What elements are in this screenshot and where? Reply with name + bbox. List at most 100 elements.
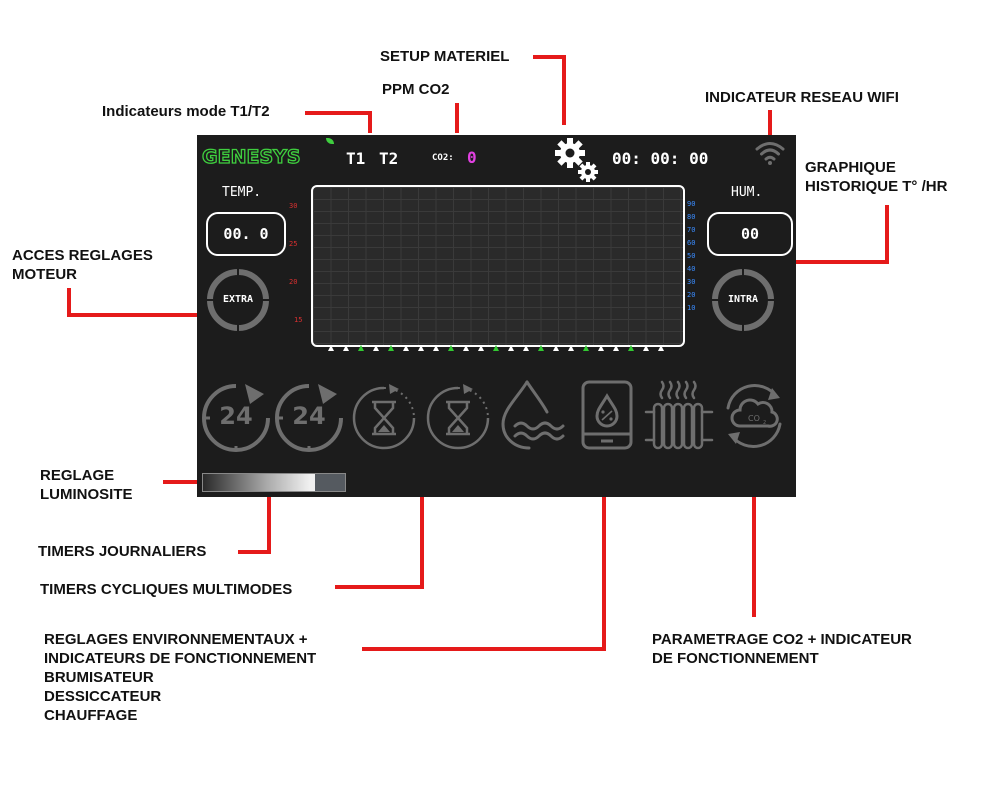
left-tick-25: 25	[289, 240, 298, 248]
label-graphique-line1: GRAPHIQUE	[805, 159, 896, 176]
leader-mode-h	[305, 111, 371, 115]
temp-value-box: 00. 0	[206, 212, 286, 256]
label-parametrage-co2: PARAMETRAGE CO2 + INDICATEUR DE FONCTION…	[652, 630, 912, 668]
label-setup-materiel: SETUP MATERIEL	[380, 48, 510, 65]
time-marker	[493, 345, 499, 351]
brightness-slider-handle[interactable]	[315, 474, 345, 491]
hum-value-box: 00	[707, 212, 793, 256]
time-marker	[553, 345, 559, 351]
leader-acces-v	[67, 288, 71, 316]
label-ppm-co2: PPM CO2	[382, 81, 450, 98]
left-tick-15: 15	[294, 316, 303, 324]
time-marker	[478, 345, 484, 351]
label-acces-reglages: ACCES REGLAGES MOTEUR	[12, 246, 153, 284]
daily-timer-1-label: 24	[219, 402, 253, 430]
left-tick-30: 30	[289, 202, 298, 210]
label-acces-line1: ACCES REGLAGES	[12, 247, 153, 264]
svg-text:CO: CO	[748, 414, 760, 423]
daily-timer-1-icon[interactable]	[198, 380, 274, 456]
label-timers-journaliers: TIMERS JOURNALIERS	[38, 543, 207, 560]
time-marker	[523, 345, 529, 351]
label-graphique: GRAPHIQUE HISTORIQUE T° /HR	[805, 158, 947, 196]
right-tick-90: 90	[687, 200, 696, 208]
right-tick-40: 40	[687, 265, 696, 273]
label-reglage-luminosite: REGLAGE LUMINOSITE	[40, 466, 133, 504]
leader-co2	[752, 462, 756, 617]
right-tick-10: 10	[687, 304, 696, 312]
time-marker	[643, 345, 649, 351]
right-tick-30: 30	[687, 278, 696, 286]
wifi-icon	[755, 142, 785, 165]
co2-label: CO2:	[432, 153, 454, 163]
leader-acces-h	[67, 313, 210, 317]
svg-text:2: 2	[763, 420, 766, 426]
intra-label: INTRA	[727, 294, 759, 305]
label-reglages-environnementaux: REGLAGES ENVIRONNEMENTAUX + INDICATEURS …	[44, 630, 316, 725]
label-indicateurs-mode: Indicateurs mode T1/T2	[102, 103, 270, 120]
time-marker	[388, 345, 394, 351]
leader-env-v	[602, 460, 606, 650]
time-marker	[568, 345, 574, 351]
time-marker	[508, 345, 514, 351]
time-marker	[538, 345, 544, 351]
daily-timer-2-label: 24	[292, 402, 326, 430]
time-marker	[433, 345, 439, 351]
mister-icon[interactable]	[497, 378, 571, 452]
label-co2-line1: PARAMETRAGE CO2 + INDICATEUR	[652, 631, 912, 648]
leader-setup-h	[533, 55, 565, 59]
extra-motor-dial[interactable]	[206, 268, 270, 332]
leader-cycliques-h	[335, 585, 424, 589]
time-marker	[343, 345, 349, 351]
right-tick-20: 20	[687, 291, 696, 299]
brightness-slider[interactable]	[202, 473, 346, 492]
label-indicateur-wifi: INDICATEUR RESEAU WIFI	[705, 89, 899, 106]
label-graphique-line2: HISTORIQUE T° /HR	[805, 178, 948, 195]
leader-cycliques-v	[420, 451, 424, 588]
leader-journaliers-v	[267, 447, 271, 554]
hum-label: HUM.	[731, 185, 763, 200]
co2-value: 0	[467, 148, 477, 167]
label-env-line1: REGLAGES ENVIRONNEMENTAUX +	[44, 631, 308, 648]
genesys-logo: GENESYS	[201, 145, 301, 168]
temp-label: TEMP.	[222, 185, 262, 200]
time-marker	[448, 345, 454, 351]
daily-timer-2-icon[interactable]	[271, 380, 347, 456]
right-tick-60: 60	[687, 239, 696, 247]
time-marker	[418, 345, 424, 351]
extra-label: EXTRA	[222, 294, 254, 305]
leader-ppm	[455, 103, 459, 133]
leaf-icon	[326, 138, 334, 144]
label-env-line5: CHAUFFAGE	[44, 707, 138, 724]
label-env-line3: BRUMISATEUR	[44, 669, 154, 686]
leader-env-h	[362, 647, 606, 651]
cyclic-timer-1-icon[interactable]	[347, 380, 421, 454]
leader-luminosite	[163, 480, 199, 484]
leader-graph-v	[885, 205, 889, 263]
settings-gear-icon[interactable]	[552, 137, 602, 185]
co2-settings-icon[interactable]: CO 2	[716, 378, 792, 454]
cyclic-timer-2-icon[interactable]	[421, 380, 495, 454]
dehumidifier-icon[interactable]	[577, 378, 637, 452]
time-marker	[328, 345, 334, 351]
leader-mode-v	[368, 111, 372, 133]
label-env-line2: INDICATEURS DE FONCTIONNEMENT	[44, 650, 317, 667]
left-tick-20: 20	[289, 278, 298, 286]
mode-t2-indicator: T2	[379, 149, 399, 168]
time-marker	[358, 345, 364, 351]
label-acces-line2: MOTEUR	[12, 266, 77, 283]
time-marker	[628, 345, 634, 351]
intra-motor-dial[interactable]	[711, 268, 775, 332]
heater-icon[interactable]	[644, 378, 716, 452]
label-co2-line2: DE FONCTIONNEMENT	[652, 650, 819, 667]
history-chart[interactable]	[311, 185, 685, 347]
leader-journaliers-h	[238, 550, 271, 554]
label-env-line4: DESSICCATEUR	[44, 688, 162, 705]
time-marker	[583, 345, 589, 351]
clock-display: 00: 00: 00	[612, 149, 709, 168]
time-marker	[373, 345, 379, 351]
label-timers-cycliques: TIMERS CYCLIQUES MULTIMODES	[40, 581, 293, 598]
label-reglage-line2: LUMINOSITE	[40, 486, 133, 503]
leader-wifi	[768, 110, 772, 135]
time-marker	[613, 345, 619, 351]
label-reglage-line1: REGLAGE	[40, 467, 115, 484]
